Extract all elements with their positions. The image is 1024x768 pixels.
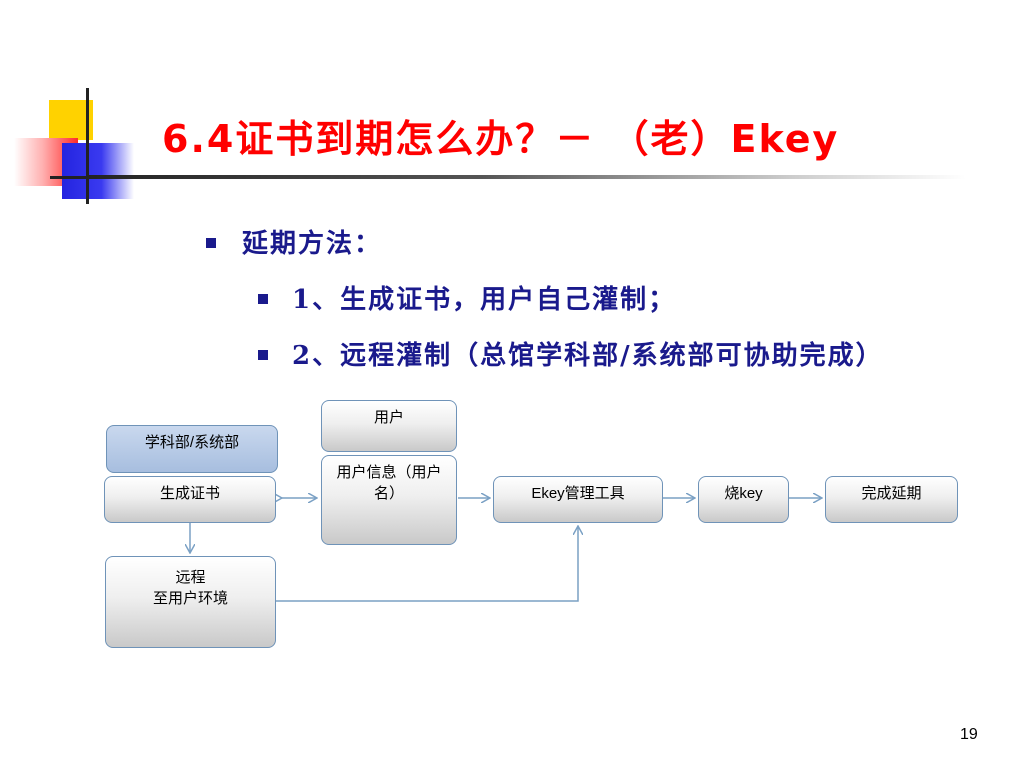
burn-key-box: 烧key	[698, 476, 789, 523]
bullet-main: 延期方法：	[242, 229, 383, 259]
sub-bullet-marker	[258, 350, 268, 360]
logo-blue-square	[62, 143, 134, 199]
slide-title: 6.4证书到期怎么办？－ （老）Ekey	[162, 117, 840, 161]
complete-label: 完成延期	[861, 485, 922, 502]
ekey-tool-box: Ekey管理工具	[493, 476, 663, 523]
remote-box: 远程 至用户环境	[105, 556, 276, 648]
complete-box: 完成延期	[825, 476, 958, 523]
title-underline	[86, 175, 966, 179]
ekey-tool-label: Ekey管理工具	[531, 485, 625, 502]
remote-label-line2: 至用户环境	[152, 590, 228, 607]
generate-cert-label: 生成证书	[159, 485, 220, 502]
logo-yellow-square	[49, 100, 93, 140]
bullet-marker	[206, 238, 216, 248]
user-info-box: 用户信息（用户名）	[321, 455, 457, 545]
user-box: 用户	[321, 400, 457, 452]
burn-key-label: 烧key	[724, 485, 763, 502]
subject-dept-box: 学科部/系统部	[106, 425, 278, 473]
remote-label-line1: 远程	[175, 569, 206, 586]
logo-horizontal-bar	[50, 176, 120, 179]
user-info-label: 用户信息（用户名）	[336, 464, 442, 502]
sub-bullet-marker	[258, 294, 268, 304]
bullet-sub-2: 2、远程灌制（总馆学科部/系统部可协助完成）	[292, 341, 884, 371]
subject-dept-label: 学科部/系统部	[144, 434, 240, 451]
page-number: 19	[960, 726, 978, 743]
generate-cert-box: 生成证书	[104, 476, 276, 523]
user-label: 用户	[373, 409, 404, 426]
logo-vertical-bar	[86, 88, 89, 204]
bullet-sub-1: 1、生成证书，用户自己灌制；	[292, 285, 677, 315]
elbow-arrow-to-ekey-tool	[276, 527, 578, 602]
